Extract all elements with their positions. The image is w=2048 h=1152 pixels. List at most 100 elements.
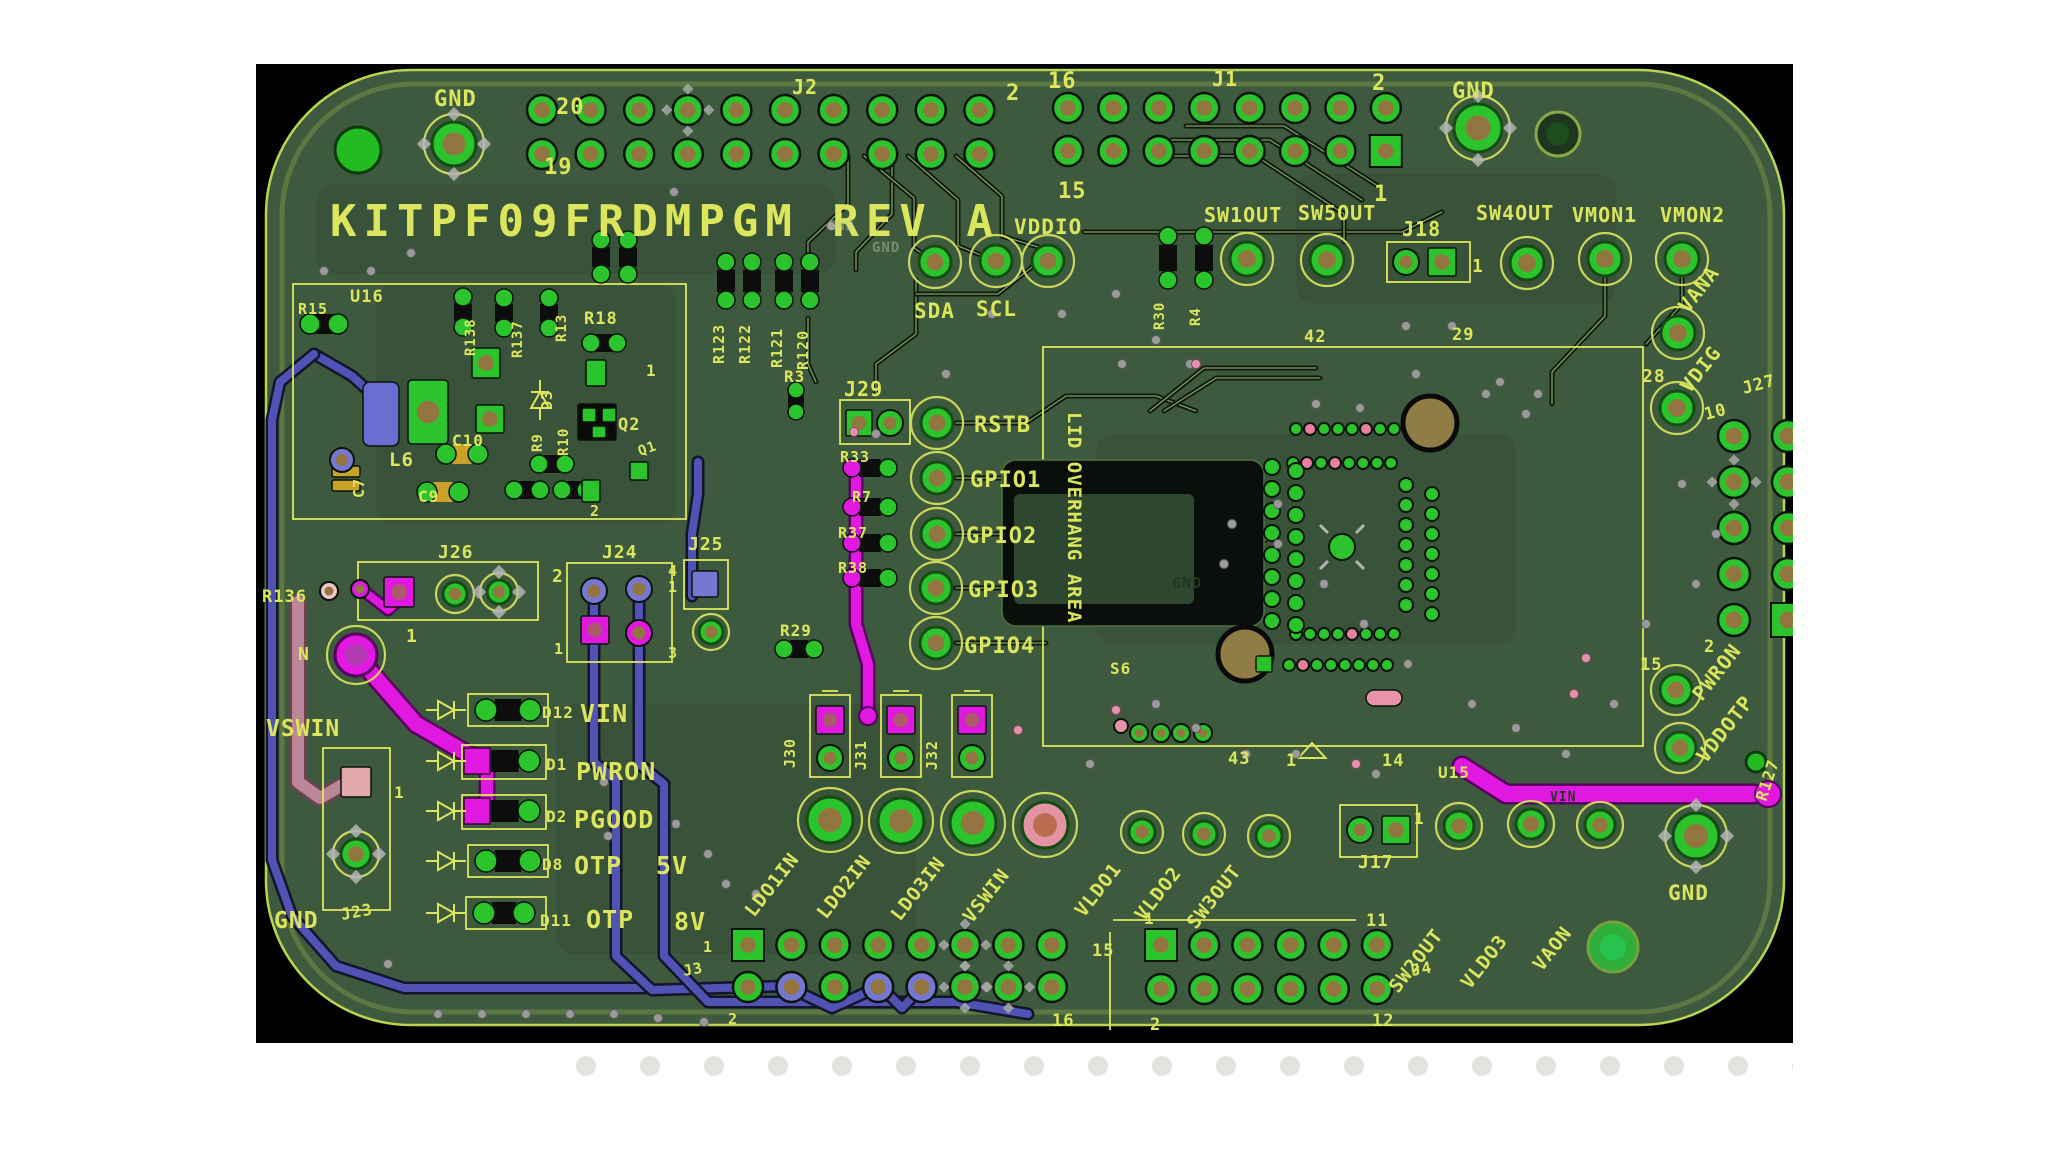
cmp-body bbox=[494, 850, 522, 872]
trace-magenta bbox=[348, 647, 486, 768]
label-j18: J18 bbox=[1402, 217, 1441, 241]
socket-pad bbox=[1398, 577, 1414, 593]
label-2: 2 bbox=[1704, 637, 1715, 657]
label-4: 4 bbox=[668, 562, 678, 580]
label-j2: J2 bbox=[792, 75, 818, 99]
pad-center bbox=[777, 102, 793, 118]
tp-ldo3in bbox=[939, 789, 1007, 857]
via bbox=[609, 1009, 619, 1019]
via bbox=[1403, 659, 1413, 669]
socket-pad bbox=[1287, 462, 1305, 480]
via-pink bbox=[1191, 359, 1201, 369]
socket-pad bbox=[1287, 528, 1305, 546]
pad-center bbox=[1105, 143, 1122, 159]
label-u16: U16 bbox=[350, 287, 384, 307]
trace-blue bbox=[590, 600, 790, 994]
label-l6: L6 bbox=[389, 449, 414, 471]
cmp-pad bbox=[774, 252, 794, 272]
cmp-pad bbox=[327, 313, 349, 335]
pad-j26-a bbox=[434, 573, 476, 615]
ghost-pad bbox=[1664, 1056, 1684, 1076]
thermal-mark bbox=[491, 604, 507, 620]
socket-pad bbox=[1424, 566, 1440, 582]
cmp-r13 bbox=[539, 288, 559, 338]
pad-center bbox=[1378, 100, 1394, 116]
socket-pad bbox=[1331, 422, 1345, 436]
tp-ring bbox=[1011, 791, 1079, 859]
socket-pad bbox=[1424, 486, 1440, 502]
label-j3: J3 bbox=[682, 959, 705, 980]
pad-center bbox=[1151, 100, 1167, 116]
pad-center bbox=[923, 102, 939, 118]
q2-p1 bbox=[581, 407, 597, 423]
tp-gpio3 bbox=[908, 560, 964, 616]
label-2: 2 bbox=[1006, 81, 1020, 106]
trace-green-hl bbox=[1163, 377, 1321, 412]
socket-pad bbox=[1424, 546, 1440, 562]
pad-center bbox=[1044, 937, 1060, 953]
tp-vmon1 bbox=[1577, 231, 1633, 287]
via bbox=[433, 1009, 443, 1019]
label-vddio: VDDIO bbox=[1014, 215, 1082, 239]
header-j4 bbox=[1144, 928, 1394, 1006]
cmp-pad bbox=[463, 797, 491, 825]
label-lid-overhang-area: LID OVERHANG AREA bbox=[1063, 412, 1085, 623]
trace-green-hl bbox=[1083, 211, 1443, 233]
label-2: 2 bbox=[1150, 1015, 1161, 1035]
via bbox=[871, 429, 881, 439]
j18-box bbox=[1386, 241, 1471, 283]
pad-dark-tr bbox=[1534, 110, 1582, 158]
pad-center bbox=[416, 400, 440, 424]
label-1: 1 bbox=[1286, 751, 1297, 771]
cmp-pad bbox=[1158, 226, 1178, 246]
pad-center bbox=[825, 146, 842, 162]
ghost-pad bbox=[1728, 1056, 1748, 1076]
tp-ring bbox=[1181, 811, 1227, 857]
pad-plain-br bbox=[1586, 920, 1640, 974]
socket-lever-inner bbox=[1014, 494, 1194, 604]
pin-mark bbox=[1023, 981, 1036, 993]
via bbox=[1085, 759, 1095, 769]
tp-center bbox=[1600, 934, 1626, 960]
via-pink bbox=[849, 427, 859, 437]
cmp-pad bbox=[474, 698, 498, 722]
pad-center bbox=[1282, 937, 1299, 953]
u16-p bbox=[581, 479, 601, 503]
pad-center bbox=[1151, 143, 1167, 159]
label-15: 15 bbox=[1640, 655, 1662, 675]
pad-center bbox=[894, 751, 908, 765]
trace-green-hl bbox=[1551, 276, 1606, 405]
socket-center-pad bbox=[1328, 533, 1356, 561]
trace-green-hl bbox=[955, 395, 1197, 424]
via bbox=[1359, 619, 1369, 629]
cmp-body bbox=[596, 334, 612, 352]
socket-pad bbox=[1373, 422, 1387, 436]
trace-green-hl bbox=[875, 279, 917, 395]
via bbox=[1151, 699, 1161, 709]
via bbox=[1711, 529, 1721, 539]
cmp-pad bbox=[787, 403, 805, 421]
cmp-body bbox=[859, 534, 881, 552]
tp-center bbox=[1671, 739, 1689, 757]
tp-ring bbox=[908, 615, 964, 671]
label-vswin: VSWIN bbox=[266, 716, 340, 742]
pad-center bbox=[680, 102, 696, 118]
cmp-pad bbox=[448, 481, 470, 503]
label-2: 2 bbox=[728, 1010, 738, 1028]
label-1: 1 bbox=[406, 626, 418, 647]
cmp-body bbox=[859, 498, 881, 516]
socket-pad bbox=[1338, 658, 1352, 672]
tp-center bbox=[987, 252, 1005, 270]
pin-mark bbox=[938, 981, 950, 993]
tp-center bbox=[1465, 115, 1491, 141]
pad-center bbox=[783, 937, 800, 953]
label-gpio4: GPIO4 bbox=[964, 634, 1035, 659]
cmp-rtop-b bbox=[618, 230, 638, 284]
pad-center bbox=[1153, 981, 1169, 997]
via bbox=[1311, 399, 1321, 409]
label-gnd: GND bbox=[872, 240, 900, 256]
cmp-pad bbox=[504, 480, 524, 500]
pad-center bbox=[893, 712, 909, 728]
tp-center bbox=[1262, 829, 1276, 843]
cmp-r7 bbox=[842, 497, 898, 517]
